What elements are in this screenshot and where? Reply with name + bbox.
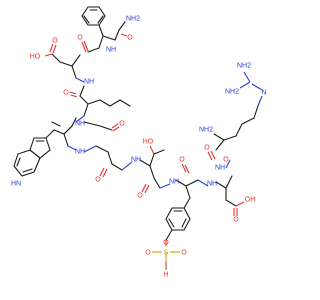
oxygen-label: O [77, 35, 83, 42]
hydroxyl-label: OH [245, 197, 256, 204]
oxygen-label: O [145, 250, 151, 257]
oxygen-label: O [137, 193, 143, 200]
nh-label: NH [84, 79, 94, 86]
molecule-diagram: NH2 O NH HO O NH O O NH O NH HN O NH HO … [11, 6, 267, 279]
nh-label: NH [75, 149, 85, 156]
hydroxyl-label: HO [30, 54, 41, 61]
hydrogen-label: H [163, 272, 168, 279]
oxygen-label: O [179, 157, 185, 164]
nh-label: NH [106, 47, 116, 54]
indole-ring [13, 137, 51, 177]
hydroxyl-label: HO [143, 139, 154, 146]
oxygen-label: O [233, 217, 239, 224]
nh2-label: NH2 [199, 127, 213, 134]
nh2-label: NH2 [225, 89, 239, 96]
nh-label: NH [75, 121, 85, 128]
oxygen-label: O [119, 121, 125, 128]
nh2-label: NH2 [237, 63, 251, 70]
oxygen-label: O [181, 250, 187, 257]
tyrosine-ring [165, 207, 191, 231]
molecule-structure: NH2 O NH HO O NH O O NH O NH HN O NH HO … [11, 6, 267, 279]
indole-nh-label: HN [11, 181, 21, 188]
sulfur-label: S [164, 250, 169, 257]
oxygen-label: O [95, 177, 101, 184]
oxygen-label: O [52, 38, 58, 45]
oxygen-label: O [204, 145, 210, 152]
oxygen-label: O [127, 35, 133, 42]
nh2-label: NH2 [126, 16, 140, 23]
oxygen-label: O [63, 90, 69, 97]
nh-label: NH [207, 181, 217, 188]
nh-label: NH [215, 165, 225, 172]
oxygen-label: O [163, 240, 169, 247]
phenyl-ring [81, 6, 106, 26]
oxygen-label: O [223, 157, 229, 164]
nitrogen-label: N [261, 90, 266, 97]
nh-label: NH [169, 179, 179, 186]
nh-label: NH [131, 157, 141, 164]
